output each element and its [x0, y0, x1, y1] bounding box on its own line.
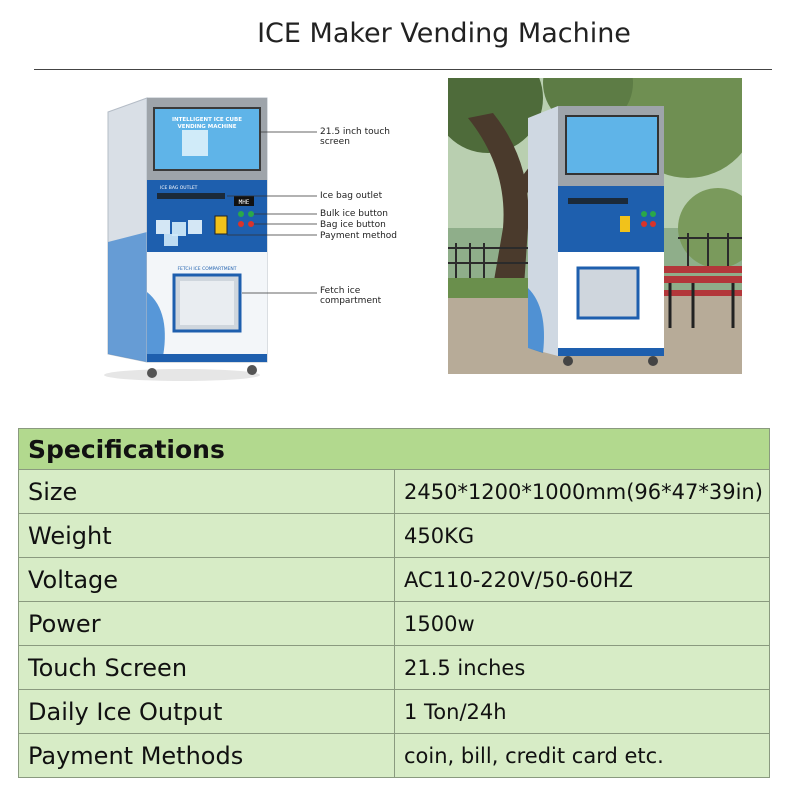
spec-value-power: 1500w	[394, 601, 770, 646]
specifications-heading: Specifications	[18, 428, 770, 470]
callout-bulk-ice-button: Bulk ice button	[320, 209, 388, 219]
spec-value-weight: 450KG	[394, 513, 770, 558]
table-row: Power 1500w	[18, 601, 770, 646]
ice-bag-outlet	[157, 193, 225, 199]
callout-bag-ice-button: Bag ice button	[320, 220, 386, 230]
page-title: ICE Maker Vending Machine	[257, 18, 631, 49]
callout-touch-screen: 21.5 inch touch screen	[320, 127, 391, 147]
bag-ice-button	[238, 221, 244, 227]
spec-value-voltage: AC110-220V/50-60HZ	[394, 557, 770, 602]
table-row: Weight 450KG	[18, 513, 770, 558]
outlet-label: ICE BAG OUTLET	[160, 185, 198, 191]
machine-diagram: INTELLIGENT ICE CUBE VENDING MACHINE ICE…	[102, 92, 402, 387]
spec-value-size: 2450*1200*1000mm(96*47*39in)	[394, 469, 770, 514]
spec-label-touch-screen: Touch Screen	[18, 645, 395, 690]
spec-value-touch-screen: 21.5 inches	[394, 645, 770, 690]
title-divider	[34, 69, 772, 70]
spec-value-daily-ice-output: 1 Ton/24h	[394, 689, 770, 734]
bulk-ice-button	[238, 211, 244, 217]
screen-text-1: INTELLIGENT ICE CUBE	[172, 117, 242, 123]
spec-label-size: Size	[18, 469, 395, 514]
callout-ice-bag-outlet: Ice bag outlet	[320, 191, 383, 201]
table-row: Touch Screen 21.5 inches	[18, 645, 770, 690]
display	[234, 196, 254, 206]
spec-label-voltage: Voltage	[18, 557, 395, 602]
table-row: Payment Methods coin, bill, credit card …	[18, 733, 770, 778]
park-scene-photo	[448, 78, 742, 374]
payment-slot	[214, 215, 228, 235]
callout-payment-method: Payment method	[320, 231, 398, 241]
display-text: MHE	[239, 199, 250, 206]
table-row: Voltage AC110-220V/50-60HZ	[18, 557, 770, 602]
spec-value-payment-methods: coin, bill, credit card etc.	[394, 733, 770, 778]
compartment-label: FETCH ICE COMPARTMENT	[177, 266, 236, 272]
specifications-table: Specifications Size 2450*1200*1000mm(96*…	[18, 428, 770, 778]
machine-illustration: INTELLIGENT ICE CUBE VENDING MACHINE ICE…	[104, 97, 317, 381]
table-row: Size 2450*1200*1000mm(96*47*39in)	[18, 469, 770, 514]
scene-illustration	[448, 78, 742, 374]
table-header-row: Specifications	[18, 428, 770, 470]
spec-label-daily-ice-output: Daily Ice Output	[18, 689, 395, 734]
screen-text-2: VENDING MACHINE	[177, 124, 236, 130]
spec-label-power: Power	[18, 601, 395, 646]
table-row: Daily Ice Output 1 Ton/24h	[18, 689, 770, 734]
spec-label-weight: Weight	[18, 513, 395, 558]
spec-label-payment-methods: Payment Methods	[18, 733, 395, 778]
callout-fetch-ice-compartment: Fetch ice compartment	[320, 286, 382, 306]
